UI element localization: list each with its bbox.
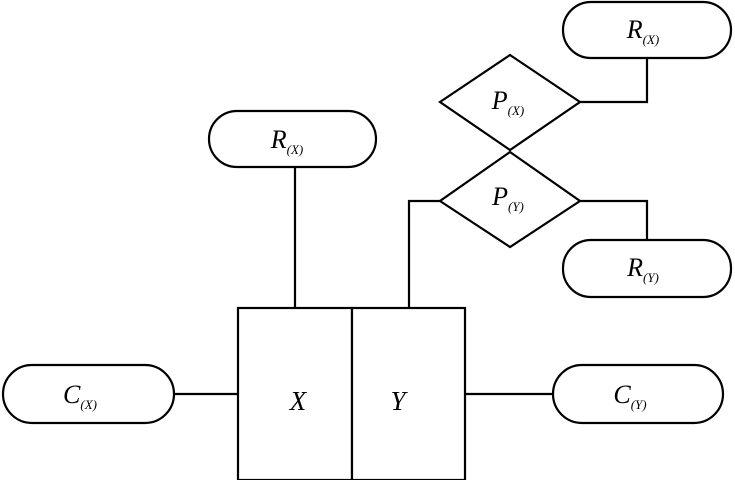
node-c-x: C(X)	[1, 363, 176, 425]
label-r-y: R(Y)	[626, 253, 659, 285]
terminator-c-x	[1, 363, 176, 425]
node-p-y: P(Y)	[438, 150, 582, 249]
terminator-r-x-center	[207, 109, 378, 169]
node-r-y: R(Y)	[561, 238, 733, 299]
node-c-y: C(Y)	[551, 363, 725, 425]
cell-x	[236, 306, 354, 480]
node-p-x: P(X)	[438, 53, 582, 152]
decision-p-y	[438, 150, 582, 249]
label-r-x-top: R(X)	[626, 15, 660, 47]
terminator-r-x-top	[561, 0, 733, 60]
label-p-y: P(Y)	[491, 182, 524, 214]
connector-y-to-p-y	[407, 199, 440, 308]
label-c-x: C(X)	[63, 380, 97, 412]
node-r-x-center: R(X)	[207, 109, 378, 169]
connector-p-x-to-r-x-top	[580, 58, 649, 104]
terminator-c-y	[551, 363, 725, 425]
connectors	[174, 58, 649, 396]
node-r-x-top: R(X)	[561, 0, 733, 60]
label-p-x: P(X)	[491, 86, 525, 118]
decision-p-x	[438, 53, 582, 152]
entity-box-xy: X Y	[236, 306, 467, 480]
connector-p-y-to-r-y	[580, 199, 649, 240]
terminator-r-y	[561, 238, 733, 299]
label-c-y: C(Y)	[613, 380, 646, 412]
label-r-x-center: R(X)	[270, 125, 304, 157]
cell-y-label: Y	[390, 386, 408, 416]
cell-y	[350, 306, 467, 480]
cell-x-label: X	[289, 386, 308, 416]
